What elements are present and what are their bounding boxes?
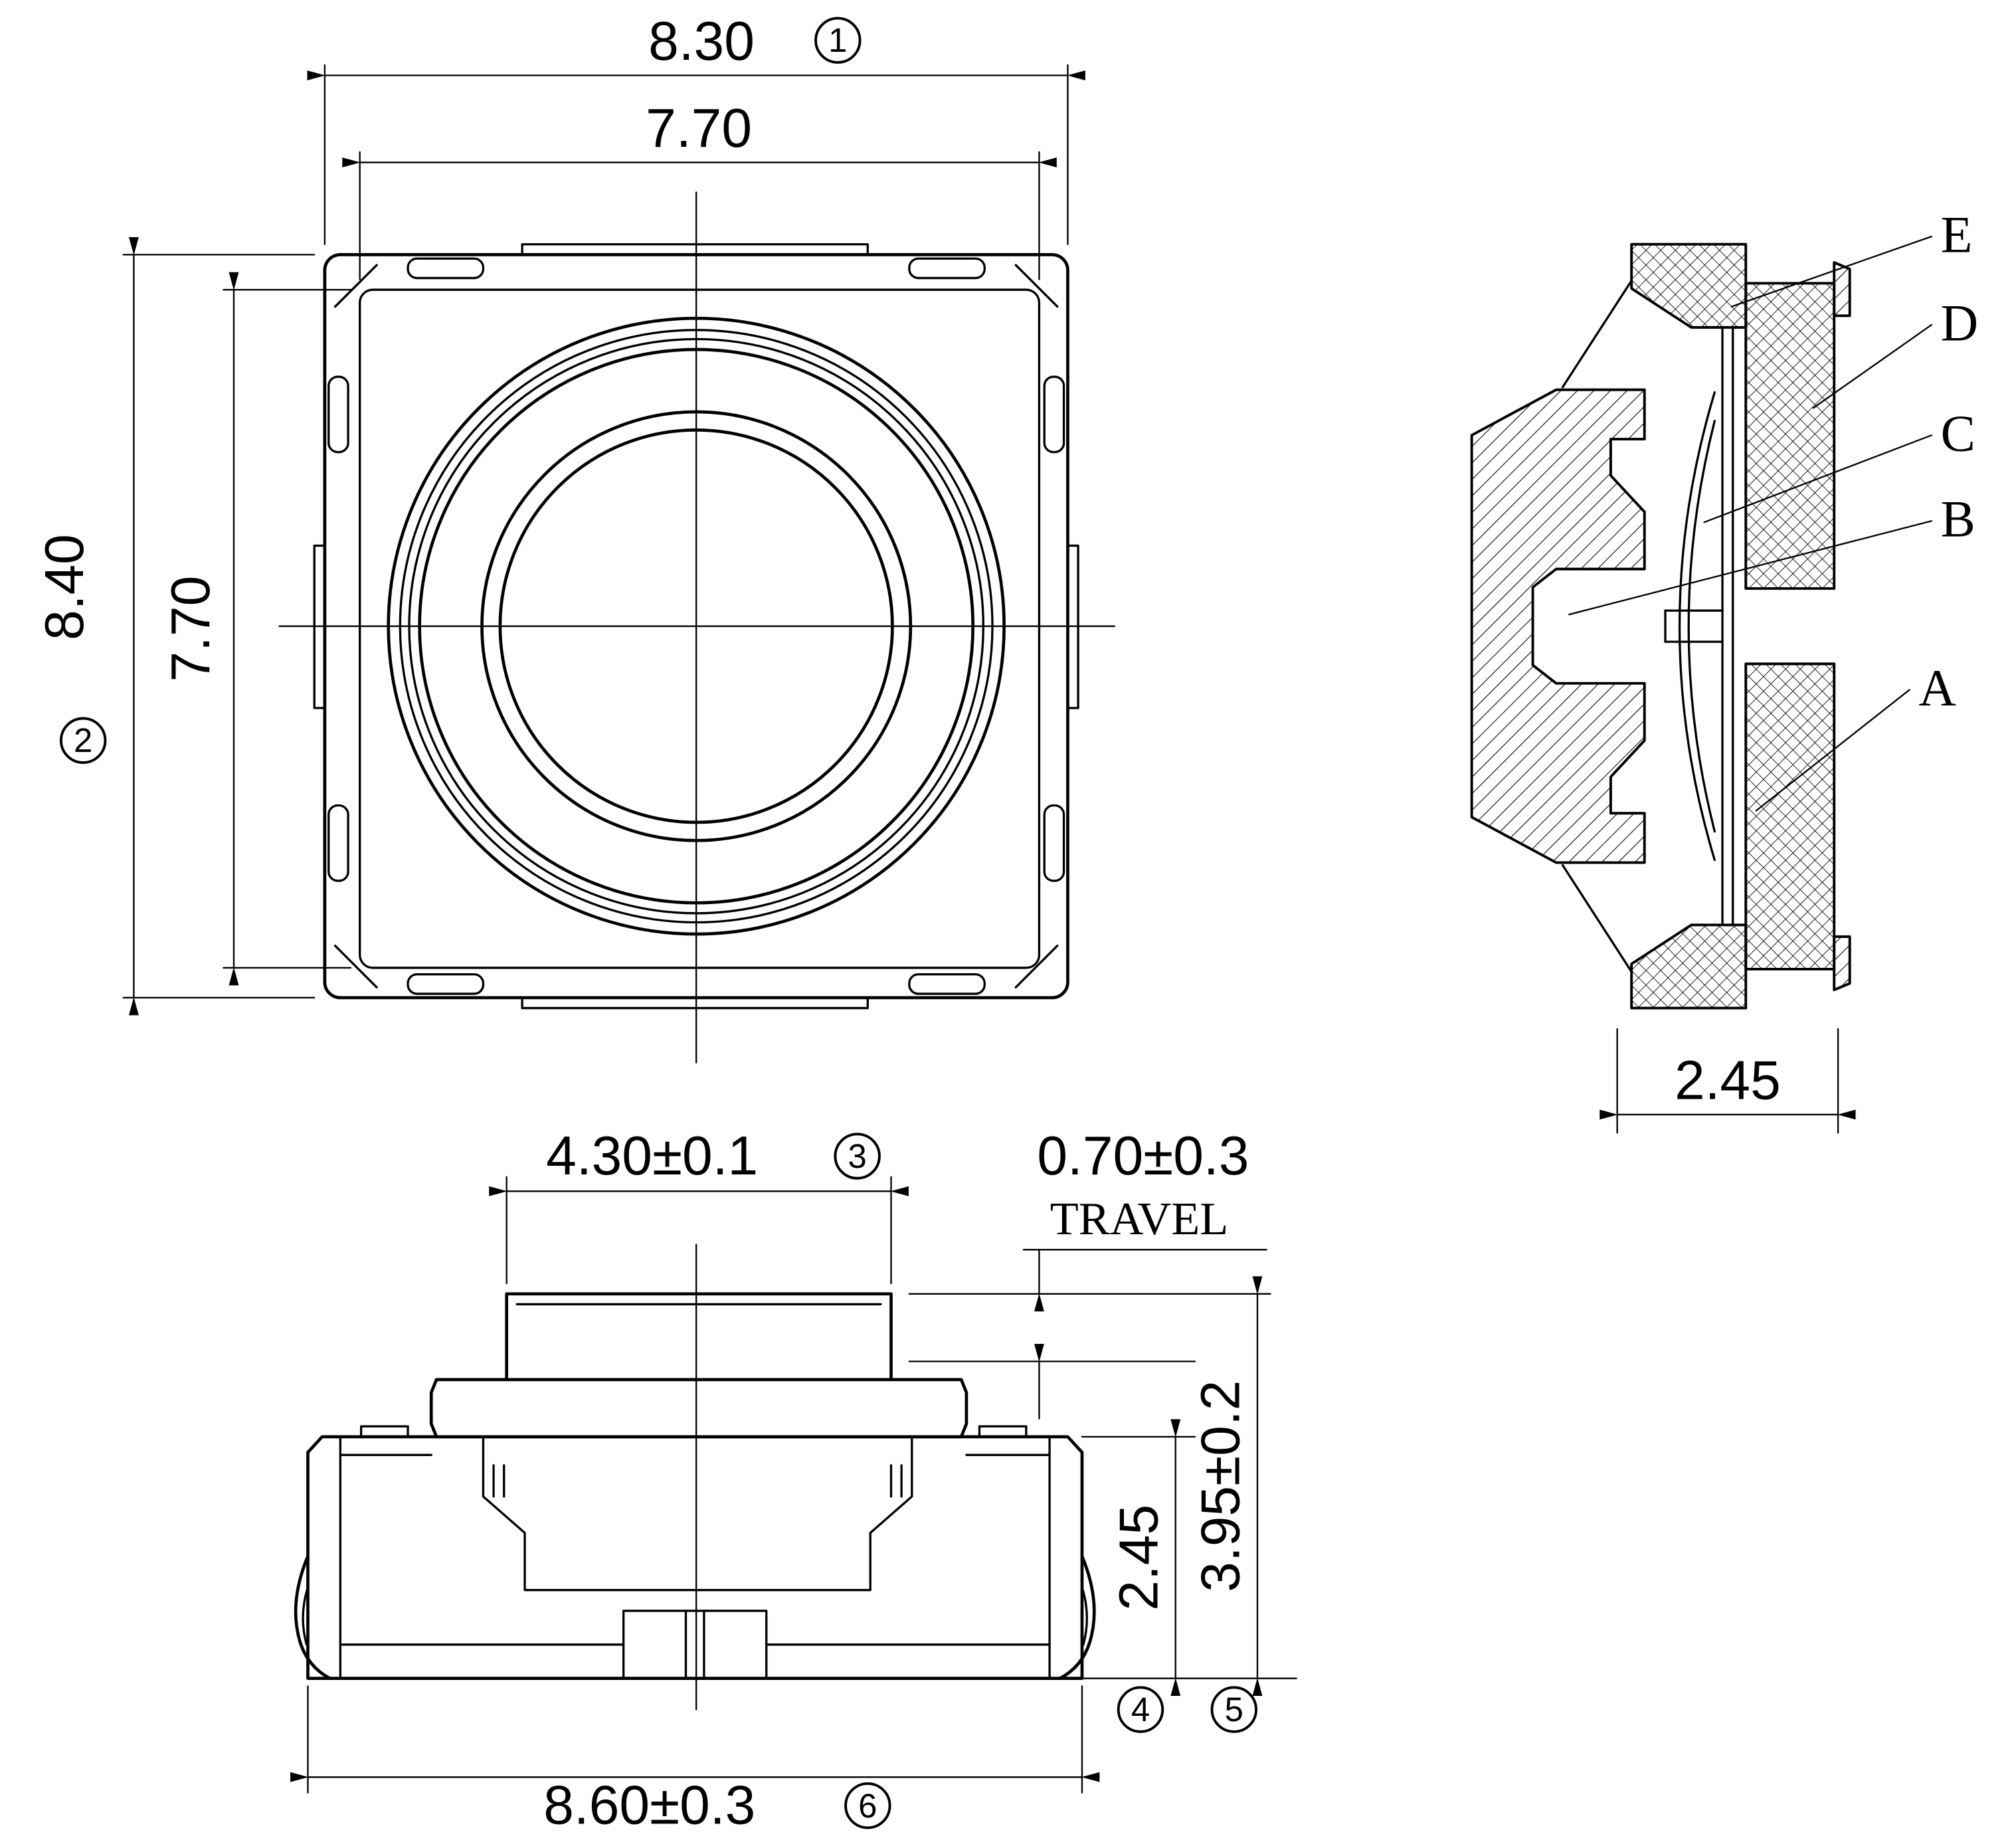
dim-total-width: 8.60±0.3 6 — [290, 1685, 1100, 1836]
dome-arc — [1687, 420, 1716, 833]
foot-left — [294, 1554, 332, 1680]
base-outline — [306, 1435, 1084, 1680]
spring-tab — [1043, 804, 1065, 882]
dim-text-stem-width: 4.30±0.1 — [546, 1126, 758, 1186]
dim-text-outer-height: 8.40 — [35, 534, 95, 640]
dim-travel: 0.70±0.3 TRAVEL — [908, 1126, 1271, 1420]
leader-line-e — [1730, 235, 1933, 308]
housing-section — [1470, 388, 1646, 864]
cover-bend-line — [1561, 279, 1633, 389]
dim-body-height: 2.45 4 — [1081, 1419, 1196, 1733]
detail-line — [1014, 264, 1059, 308]
membrane-film — [1721, 326, 1734, 927]
balloon-1-circle — [814, 17, 862, 64]
leader-line-b — [1568, 520, 1933, 616]
balloon-5-circle — [1210, 1686, 1257, 1733]
dim-inner-width: 7.70 — [342, 98, 1057, 280]
part-label-b: B — [1941, 490, 1975, 548]
part-label-e: E — [1941, 205, 1973, 263]
dome-spring — [1664, 391, 1724, 862]
spring-tab — [407, 257, 485, 280]
spring-tab — [1043, 375, 1065, 454]
leader-line-c — [1703, 434, 1933, 523]
part-labels: E D C B A — [1568, 205, 1979, 812]
dome-arc — [1678, 391, 1716, 862]
dim-outer-width: 8.30 1 — [307, 11, 1085, 245]
interior-wall — [482, 1435, 913, 1592]
balloon-1-number: 1 — [828, 21, 847, 59]
dim-text-total-height: 3.95±0.2 — [1191, 1380, 1251, 1592]
dim-text-thickness: 2.45 — [1675, 1050, 1781, 1111]
cover-inner-edge — [359, 288, 1041, 969]
cover-top-section — [1630, 242, 1748, 329]
top-view-body — [278, 191, 1116, 1063]
spring-tab — [908, 257, 986, 280]
balloon-3-number: 3 — [848, 1137, 867, 1175]
corner-chamfer-marks — [333, 264, 1059, 988]
dim-text-travel: 0.70±0.3 — [1037, 1126, 1249, 1186]
center-crosshair — [278, 191, 1116, 1063]
detail-line — [333, 945, 378, 988]
balloon-6-number: 6 — [858, 1787, 877, 1825]
base-top-tab — [359, 1425, 409, 1438]
balloon-4-circle — [1117, 1686, 1164, 1733]
dim-text-inner-height: 7.70 — [161, 576, 221, 682]
dim-stem-width: 4.30±0.1 3 — [489, 1126, 909, 1285]
part-label-c: C — [1941, 405, 1975, 462]
spring-tab — [407, 973, 485, 995]
balloon-2-circle — [59, 717, 107, 764]
foot-right-inner — [1081, 1586, 1088, 1646]
spring-tab — [327, 375, 349, 454]
actuator-top-section — [1744, 282, 1836, 590]
dim-outer-height: 8.40 2 — [35, 236, 316, 1016]
top-edge-tab — [521, 243, 869, 256]
cover-edge-cap — [1833, 935, 1851, 992]
cover-bend-line — [1561, 864, 1633, 973]
part-label-a: A — [1918, 659, 1956, 717]
balloon-3-circle — [834, 1133, 881, 1180]
button-flange — [429, 1378, 968, 1439]
section-view: E D C B A 2.45 — [1470, 205, 1979, 1134]
travel-label: TRAVEL — [1050, 1193, 1228, 1245]
top-view: 8.30 1 7.70 8.40 2 7.70 — [35, 11, 1116, 1063]
front-view-body — [294, 1244, 1096, 1710]
spring-tab — [327, 804, 349, 882]
dim-inner-height: 7.70 — [161, 272, 352, 986]
dim-thickness: 2.45 — [1600, 1028, 1856, 1134]
leader-line-a — [1755, 689, 1910, 812]
balloon-5-number: 5 — [1225, 1691, 1243, 1728]
part-label-d: D — [1941, 294, 1979, 351]
dim-text-total-width: 8.60±0.3 — [543, 1776, 755, 1836]
bottom-edge-tab — [521, 996, 869, 1010]
leader-line-d — [1812, 323, 1933, 409]
detail-line — [333, 264, 378, 308]
dim-text-outer-width: 8.30 — [648, 11, 755, 72]
balloon-6-circle — [844, 1782, 891, 1829]
spring-tab — [908, 973, 986, 995]
mounting-feet — [294, 1554, 1096, 1680]
dim-text-inner-width: 7.70 — [646, 98, 752, 159]
base-interior-details — [339, 1435, 1051, 1680]
cover-bottom-section — [1630, 923, 1748, 1010]
cover-spring-tabs — [327, 257, 1065, 995]
base-top-tab — [978, 1425, 1028, 1438]
button-stem — [505, 1292, 893, 1382]
foot-left-inner — [302, 1586, 310, 1646]
actuator-bottom-section — [1744, 662, 1836, 970]
balloon-4-number: 4 — [1131, 1691, 1150, 1728]
dim-total-height: 3.95±0.2 5 — [1081, 1276, 1297, 1733]
terminal-block — [622, 1610, 768, 1680]
foot-right — [1058, 1554, 1096, 1680]
balloon-2-number: 2 — [74, 721, 92, 759]
dim-text-body-height: 2.45 — [1109, 1505, 1169, 1611]
front-view: 4.30±0.1 3 0.70±0.3 TRAVEL 2.45 4 3.95±0… — [290, 1126, 1297, 1836]
detail-line — [1014, 945, 1059, 988]
